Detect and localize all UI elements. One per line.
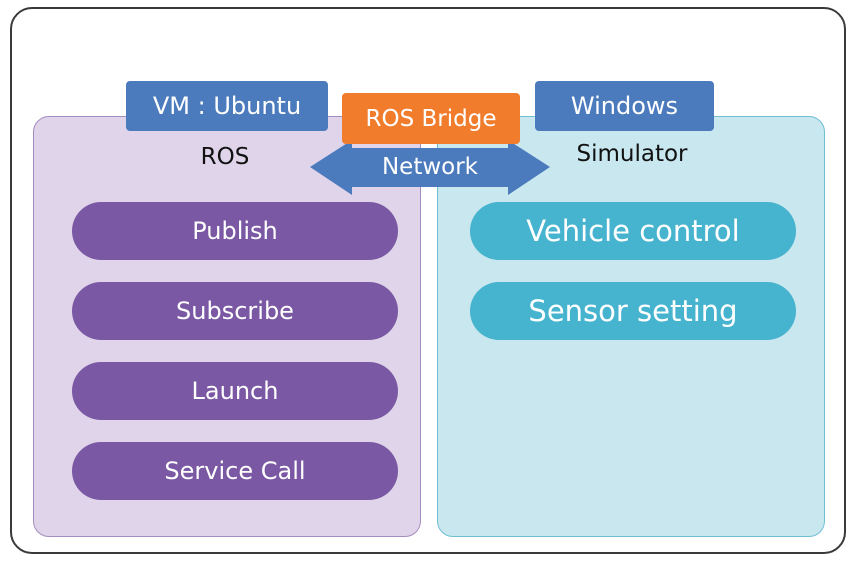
network-arrow: Network — [310, 140, 550, 200]
sensor-setting-pill: Sensor setting — [470, 282, 796, 340]
network-label: Network — [381, 154, 479, 180]
simulator-title: Simulator — [576, 141, 688, 167]
vehicle-control-pill: Vehicle control — [470, 202, 796, 260]
windows-tag: Windows — [535, 81, 714, 131]
publish-pill: Publish — [72, 202, 398, 260]
arrow-shape — [310, 140, 550, 195]
ros-title: ROS — [200, 144, 250, 170]
subscribe-pill: Subscribe — [72, 282, 398, 340]
service-call-pill: Service Call — [72, 442, 398, 500]
double-arrow-icon — [310, 140, 550, 195]
vm-ubuntu-tag: VM : Ubuntu — [126, 81, 328, 131]
launch-pill: Launch — [72, 362, 398, 420]
ros-bridge-tag: ROS Bridge — [342, 93, 520, 144]
